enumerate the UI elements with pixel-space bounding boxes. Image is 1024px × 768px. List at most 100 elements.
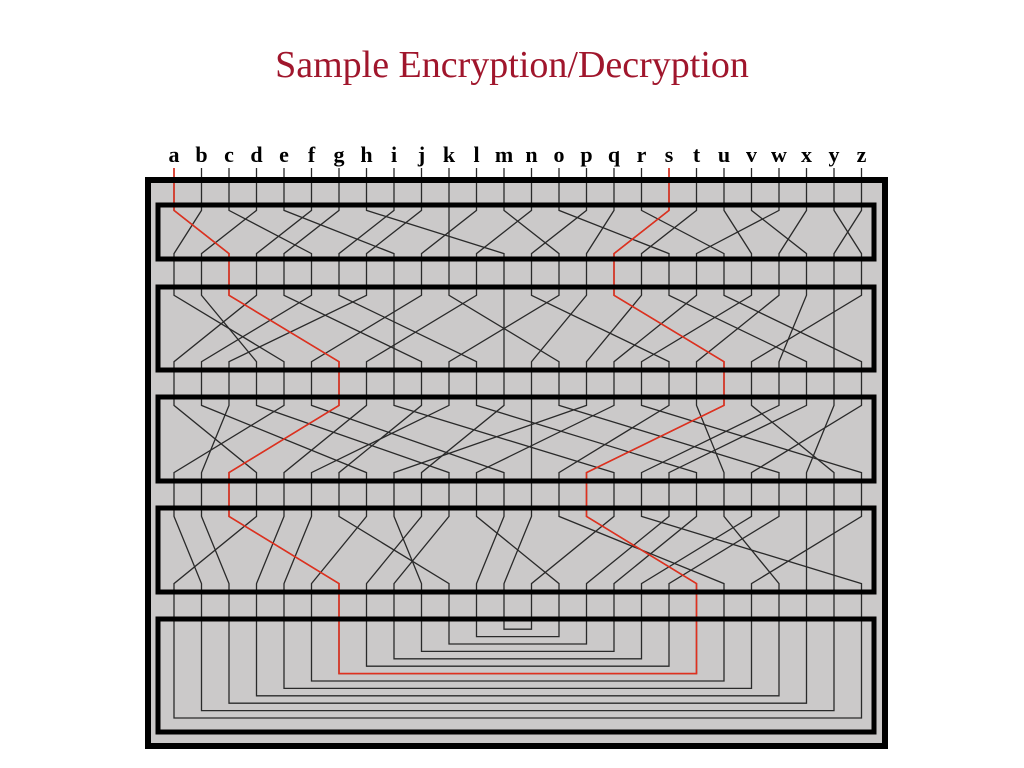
rotor-2-wire	[310, 287, 423, 370]
reflector-loop	[310, 619, 725, 682]
reflector-frame	[155, 616, 877, 735]
rotor-4-wire	[723, 508, 780, 592]
rotor-4-wire	[173, 508, 203, 592]
rotor-3-wire	[750, 397, 835, 481]
rotor-1-wire	[558, 205, 670, 259]
rotor-1-wire	[420, 205, 478, 259]
letter-label-q: q	[608, 142, 621, 167]
reflector-loop	[228, 619, 808, 704]
rotor-4-wire	[393, 508, 450, 592]
rotor-1-wire	[365, 205, 505, 259]
rotor-1-wire	[255, 205, 313, 259]
reflector-loop	[393, 619, 643, 660]
reflector-loop	[255, 619, 780, 697]
rotor-1-frame	[155, 202, 877, 262]
rotor-3-wire	[393, 397, 615, 481]
rotor-1-wire	[640, 205, 725, 259]
machine-outer-frame	[145, 177, 888, 749]
letter-label-x: x	[801, 142, 812, 167]
letter-label-a: a	[169, 142, 180, 167]
rotor-1-wire	[200, 205, 258, 259]
rotor-1-wire	[695, 205, 780, 259]
rotor-1-wire	[503, 205, 560, 259]
letter-label-m: m	[495, 142, 513, 167]
rotor-4-wire	[750, 508, 863, 592]
highlight-path-layer	[173, 168, 725, 675]
letter-label-p: p	[580, 142, 592, 167]
letter-label-h: h	[360, 142, 372, 167]
rotor-2-wire	[750, 287, 863, 370]
reflector-loop	[365, 619, 670, 667]
letter-label-j: j	[417, 142, 425, 167]
rotor-2-wire	[530, 287, 670, 370]
rotor-3-wire	[805, 397, 835, 481]
reflector-loop	[200, 619, 835, 712]
rotor-1-wire	[338, 205, 395, 259]
letter-label-c: c	[224, 142, 234, 167]
rotor-4-wire	[668, 508, 780, 592]
letter-label-f: f	[308, 142, 316, 167]
reflector-loop	[283, 619, 753, 690]
letter-label-n: n	[525, 142, 537, 167]
letter-label-s: s	[665, 142, 674, 167]
rotor-4-wire	[585, 508, 670, 592]
letter-label-l: l	[473, 142, 479, 167]
rotor-4-wire	[365, 508, 423, 592]
rotor-1-wire	[365, 205, 423, 259]
rotor-2-wire	[283, 287, 423, 370]
reflector-loop	[475, 619, 560, 638]
rotor-3-wire	[640, 397, 780, 481]
rotor-4-frame	[155, 505, 877, 595]
rotor-3-wire	[393, 397, 588, 481]
rotor-2-wire	[613, 287, 698, 370]
rotor-2-wire	[585, 287, 643, 370]
rotor-1-wire	[173, 205, 203, 259]
machine-panel-background	[148, 180, 885, 746]
letter-label-t: t	[693, 142, 701, 167]
letter-label-o: o	[554, 142, 565, 167]
rotor-1-wire	[475, 205, 533, 259]
rotor-1-wire	[283, 205, 395, 259]
rotor-3-wire	[310, 397, 450, 481]
rotor-1-wire	[833, 205, 863, 259]
letter-label-i: i	[391, 142, 397, 167]
rotor-2-wire	[200, 287, 313, 370]
rotor-1-wire	[778, 205, 808, 259]
rotor-2-wire	[173, 287, 258, 370]
rotor-1-wire	[530, 205, 588, 259]
rotor-3-wire	[310, 397, 505, 481]
rotor-2-wire	[530, 287, 588, 370]
rotor-4-wire	[503, 508, 533, 592]
letter-label-v: v	[746, 142, 757, 167]
rotor-1-wire	[585, 205, 615, 259]
letter-label-g: g	[334, 142, 345, 167]
reflector-loop	[503, 619, 533, 630]
rotor-2-wire	[228, 287, 368, 370]
rotor-3-wire	[173, 397, 285, 481]
rotor-2-wire	[448, 287, 560, 370]
rotor-2-wire	[200, 287, 258, 370]
letter-label-u: u	[718, 142, 730, 167]
letter-label-y: y	[829, 142, 840, 167]
slide-title: Sample Encryption/Decryption	[275, 44, 749, 86]
rotor-2-frame	[155, 284, 877, 373]
rotor-4-wire	[475, 508, 505, 592]
reflector-loop	[448, 619, 588, 645]
rotor-3-wire	[475, 397, 615, 481]
letter-label-e: e	[279, 142, 289, 167]
rotor-3-wire	[750, 397, 863, 481]
rotor-1-wire	[283, 205, 340, 259]
rotor-2-wire	[338, 287, 478, 370]
wires-layer	[173, 168, 863, 719]
rotor-3-wire	[668, 397, 808, 481]
rotor-2-wire	[640, 287, 753, 370]
rotor-1-wire	[228, 205, 313, 259]
reflector-loop	[173, 619, 863, 719]
rotor-4-wire	[640, 508, 753, 592]
rotor-4-wire	[393, 508, 423, 592]
rotor-3-wire	[475, 397, 698, 481]
rotor-1-wire	[640, 205, 698, 259]
rotor-4-wire	[283, 508, 313, 592]
